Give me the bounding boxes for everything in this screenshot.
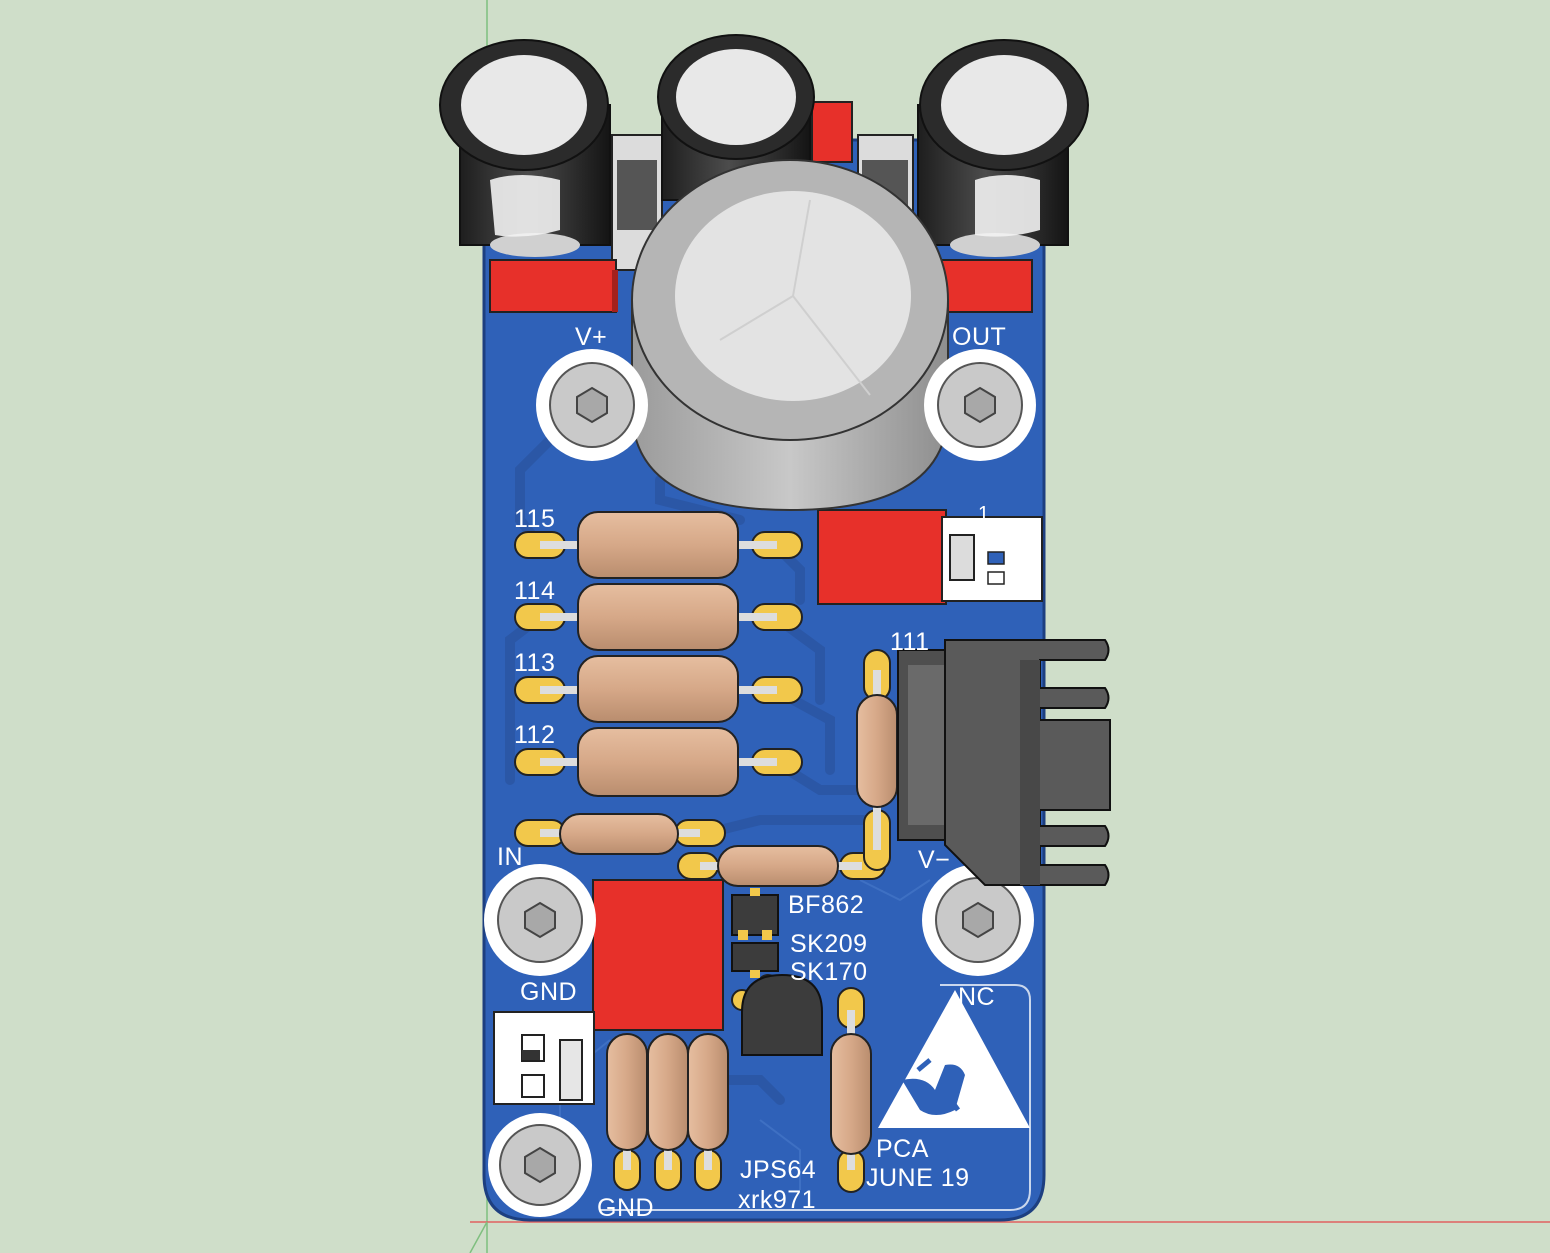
resistor-113 <box>514 655 803 723</box>
label-sk170: SK170 <box>790 958 868 986</box>
hex-screw-icon <box>484 864 596 976</box>
label-jps64: JPS64 <box>740 1156 816 1184</box>
label-r113: 113 <box>514 649 555 677</box>
resistor-115 <box>514 511 803 579</box>
resistor-bank <box>514 511 803 797</box>
label-v-plus: V+ <box>575 323 607 351</box>
to92-transistor <box>731 973 823 1056</box>
label-gnd-bottom: GND <box>597 1194 654 1222</box>
label-r114: 114 <box>514 577 555 605</box>
label-gnd-left: GND <box>520 978 577 1006</box>
label-pin1: 1 <box>978 503 990 525</box>
label-nc: NC <box>958 983 995 1011</box>
screw-mounts <box>484 349 1036 1217</box>
capacitor-left <box>439 39 611 257</box>
label-bf862: BF862 <box>788 891 864 919</box>
capacitor-right <box>917 39 1089 257</box>
label-v-minus: V− <box>918 846 950 874</box>
red-smd-out <box>939 259 1033 313</box>
red-smd-bottom <box>592 879 724 1031</box>
resistor-v3 <box>687 1033 729 1191</box>
label-sk209: SK209 <box>790 930 868 958</box>
connector-top-right <box>941 516 1043 602</box>
label-r115: 115 <box>514 505 555 533</box>
resistor-v2 <box>647 1033 689 1191</box>
heatsink <box>897 639 1111 886</box>
resistor-112 <box>514 727 803 797</box>
resistor-v1 <box>606 1033 648 1191</box>
red-smd-v-plus <box>489 259 617 313</box>
red-smd-components <box>489 101 1033 1031</box>
hex-screw-icon <box>922 864 1034 976</box>
resistor-bridge <box>677 845 886 887</box>
resistor-114 <box>514 583 803 651</box>
large-capacitor <box>631 159 949 512</box>
capacitor-middle <box>657 34 815 201</box>
label-date: JUNE 19 <box>866 1164 970 1192</box>
label-pca: PCA <box>876 1135 929 1163</box>
label-r112: 112 <box>514 721 555 749</box>
esd-warning-icon <box>878 990 1030 1128</box>
hex-screw-icon <box>536 349 648 461</box>
hex-screw-icon <box>488 1113 592 1217</box>
label-author: xrk971 <box>738 1186 816 1214</box>
red-smd-top <box>811 101 853 163</box>
resistors-bottom-vertical <box>606 987 872 1193</box>
connector-bottom-left <box>493 1011 595 1105</box>
label-out: OUT <box>952 323 1006 351</box>
label-r111: 111 <box>890 628 930 656</box>
silkscreen-labels: V+ OUT 1 115 114 113 112 111 V− IN BF862… <box>497 323 1006 1222</box>
resistor-in <box>514 813 726 855</box>
label-in: IN <box>497 843 523 871</box>
resistor-v4 <box>830 987 872 1193</box>
axis-origin-line <box>469 1221 488 1253</box>
hex-screw-icon <box>924 349 1036 461</box>
red-smd-mid <box>817 509 947 605</box>
sot23-transistors <box>731 888 779 978</box>
resistor-111 <box>856 649 898 871</box>
